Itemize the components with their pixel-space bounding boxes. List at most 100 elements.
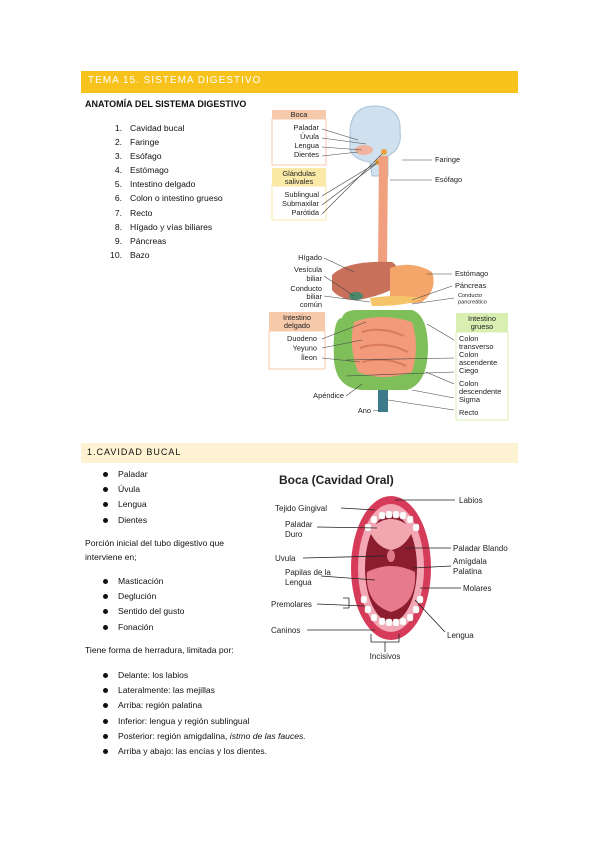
shape-paragraph: Tiene forma de herradura, limitada por: (85, 645, 234, 655)
bullet-item: Lateralmente: las mejillas (100, 683, 306, 698)
list-number: 3. (114, 151, 122, 162)
list-text: Colon o intestino grueso (130, 193, 223, 204)
list-number: 1. (114, 123, 122, 133)
section-title: TEMA 15. SISTEMA DIGESTIVO (88, 75, 262, 86)
list-text: Estómago (130, 165, 169, 176)
paladar-duro-label: Duro (285, 530, 303, 539)
bullet-item: Masticación (100, 574, 184, 589)
papilas-label: Lengua (285, 578, 312, 587)
section-title: 1.CAVIDAD BUCAL (87, 447, 182, 457)
list-number: 7. (114, 207, 122, 218)
list-text: Esófago (130, 151, 162, 162)
grueso-part-label: Recto (459, 408, 478, 417)
section-banner-cavidad-bucal: 1.CAVIDAD BUCAL (81, 443, 518, 463)
delgado-box-title: Intestino (283, 313, 311, 322)
conducto-biliar-label: Conducto (290, 284, 322, 293)
list-number: 10. (110, 249, 122, 260)
vesicula-label: Vesícula (294, 265, 323, 274)
delgado-part-label: Duodeno (287, 334, 317, 343)
grueso-box-title: grueso (471, 322, 494, 331)
list-number: 8. (114, 221, 122, 232)
organ-list-item: 4. Estómago (100, 163, 223, 177)
grueso-part-label: Sigma (459, 395, 481, 404)
esofago-label: Esófago (435, 175, 462, 184)
grueso-part-label: transverso (459, 342, 494, 351)
organ-list-item: 8. Hígado y vías biliares (100, 220, 223, 234)
organ-list-item: 7. Recto (100, 206, 223, 220)
conducto-biliar-label: biliar (306, 292, 322, 301)
italic-phrase: istmo de las fauces. (229, 730, 306, 741)
caninos-label: Caninos (271, 626, 300, 635)
boca-part-label: Paladar (294, 123, 320, 132)
bullet-item: Dientes (100, 513, 148, 528)
faringe-label: Faringe (435, 155, 460, 164)
list-text: Hígado y vías biliares (130, 221, 213, 232)
incisivos-label: Incisivos (370, 652, 401, 661)
paladar-blando-label: Paladar Blando (453, 544, 508, 553)
higado-label: Hígado (298, 253, 322, 262)
vesicula-label: biliar (306, 274, 322, 283)
bullet-item: Posterior: región amigdalina, istmo de l… (100, 729, 306, 744)
organ-list-item: 10. Bazo (100, 248, 223, 262)
list-text: Recto (130, 207, 153, 218)
organ-list-item: 3. Esófago (100, 149, 223, 163)
list-text: Cavidad bucal (130, 123, 185, 133)
bullet-item: Arriba y abajo: las encías y los dientes… (100, 744, 306, 759)
bullet-item: Delante: los labios (100, 668, 306, 683)
organ-list-item: 5.Intestino delgado (100, 177, 223, 191)
conducto-pancreatico-label: Conducto (458, 293, 482, 299)
bullet-item: Fonación (100, 620, 184, 635)
organ-list-item: 2.Faringe (100, 135, 223, 149)
premolares-label: Premolares (271, 600, 312, 609)
glandula-label: Sublingual (284, 190, 319, 199)
apendice-label: Apéndice (313, 391, 344, 400)
boca-part-label: Úvula (300, 132, 320, 141)
bullet-item: Inferior: lengua y región sublingual (100, 714, 306, 729)
glandulas-box-title: salivales (285, 177, 314, 186)
bullet-item: Lengua (100, 497, 148, 512)
fig2-title: Boca (Cavidad Oral) (279, 473, 394, 487)
organ-list-item: 1. Cavidad bucal (100, 121, 223, 135)
conducto-biliar-label: común (300, 300, 322, 309)
grueso-part-label: Colon (459, 334, 478, 343)
estomago-label: Estómago (455, 269, 488, 278)
grueso-part-label: Colon (459, 350, 478, 359)
organ-list: 1. Cavidad bucal 2.Faringe 3. Esófago 4. Estóm… (100, 121, 223, 262)
lengua-label: Lengua (447, 631, 474, 640)
bullet-item: Deglución (100, 589, 184, 604)
grueso-box-title: Intestino (468, 314, 496, 323)
list-number: 4. (114, 165, 122, 176)
list-number: 9. (114, 235, 122, 246)
list-text: Páncreas (130, 235, 167, 246)
bullet-item: Sentido del gusto (100, 604, 184, 619)
amigdala-label: Amígdala (453, 557, 487, 566)
list-number: 6. (114, 193, 122, 204)
grueso-part-label: descendente (459, 387, 501, 396)
list-text: Faringe (130, 137, 160, 148)
bullet-item: Arriba: región palatina (100, 698, 306, 713)
delgado-part-label: Yeyuno (293, 344, 317, 353)
section-banner-tema15: TEMA 15. SISTEMA DIGESTIVO (81, 71, 518, 93)
intro-line-1: Porción inicial del tubo digestivo que (85, 538, 225, 548)
organ-list-item: 6. Colon o intestino grueso (100, 191, 223, 205)
labios-label: Labios (459, 496, 483, 505)
digestive-system-figure: BocaPaladarÚvulaLenguaDientesGlándulassa… (268, 105, 509, 421)
glandulas-box-title: Glándulas (282, 169, 316, 178)
grueso-part-label: Ciego (459, 366, 478, 375)
intro-paragraph: Porción inicial del tubo digestivo que i… (85, 536, 224, 564)
anatomy-heading: ANATOMÍA DEL SISTEMA DIGESTIVO (85, 99, 247, 109)
list-number: 5. (114, 179, 122, 190)
delgado-box-title: delgado (284, 321, 310, 330)
organ-list-item: 9. Páncreas (100, 234, 223, 248)
intro-line-2: interviene en; (85, 552, 137, 562)
bullet-item: Úvula (100, 482, 148, 497)
boca-box-title: Boca (291, 110, 309, 119)
list-text: Bazo (130, 249, 150, 260)
molares-label: Molares (463, 584, 491, 593)
boca-part-label: Dientes (294, 150, 319, 159)
grueso-part-label: Colon (459, 379, 478, 388)
amigdala-label: Palatina (453, 567, 482, 576)
